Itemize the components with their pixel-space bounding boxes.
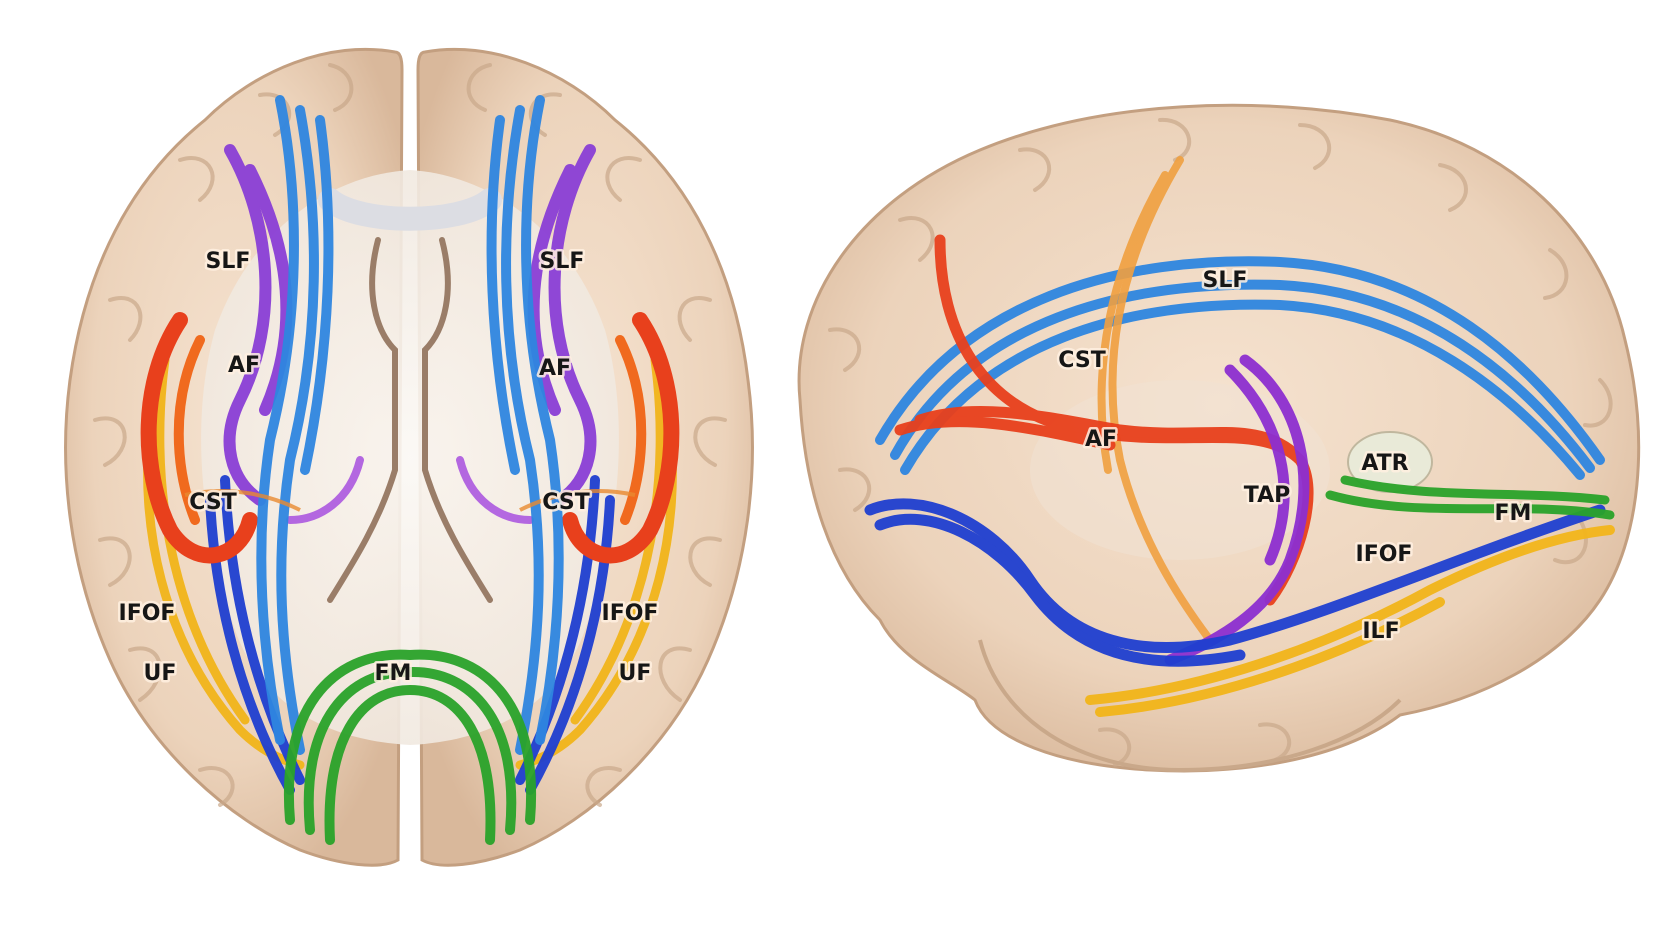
axial-ifof-tract	[205, 475, 615, 795]
label-slf-sagittal: SLF	[1203, 268, 1248, 293]
label-cst-left: CST	[189, 490, 236, 515]
label-af-right: AF	[539, 356, 571, 381]
label-slf-left: SLF	[206, 249, 251, 274]
label-af-left: AF	[228, 353, 260, 378]
sagittal-tap-tract	[1164, 354, 1310, 666]
axial-af-tract	[223, 144, 597, 524]
sagittal-temporal-lobe	[978, 639, 1402, 773]
axial-ventricles	[327, 237, 493, 603]
axial-view: SLF SLF AF AF CST CST IFOF IFOF UF UF FM	[64, 47, 754, 867]
label-uf-right: UF	[619, 661, 652, 686]
sagittal-ilf-tract	[1085, 525, 1615, 717]
axial-white-matter	[201, 170, 619, 745]
label-af-sagittal: AF	[1085, 427, 1117, 452]
label-cst-sagittal: CST	[1058, 348, 1105, 373]
label-ifof-right: IFOF	[602, 601, 659, 626]
label-ifof-sagittal: IFOF	[1356, 542, 1413, 567]
label-atr-sagittal: ATR	[1361, 451, 1408, 476]
axial-genu	[318, 188, 502, 231]
axial-slf-tract	[256, 95, 564, 755]
label-ifof-left: IFOF	[119, 601, 176, 626]
sagittal-ifof-tract	[864, 498, 1606, 667]
axial-cst-tract	[140, 312, 680, 564]
label-tap-sagittal: TAP	[1244, 483, 1290, 508]
axial-fm-tract	[283, 649, 537, 845]
axial-cst-crossing	[184, 488, 636, 512]
sagittal-fm-tract	[1325, 475, 1615, 520]
label-ilf-sagittal: ILF	[1362, 619, 1399, 644]
sagittal-view: SLF CST AF ATR TAP FM IFOF ILF	[797, 103, 1641, 773]
label-cst-right: CST	[542, 490, 589, 515]
label-fm-axial: FM	[375, 661, 412, 686]
sagittal-gyri	[828, 117, 1613, 767]
label-slf-right: SLF	[540, 249, 585, 274]
label-uf-left: UF	[144, 661, 177, 686]
sagittal-slf-tract	[875, 256, 1605, 480]
label-fm-sagittal: FM	[1495, 501, 1532, 526]
